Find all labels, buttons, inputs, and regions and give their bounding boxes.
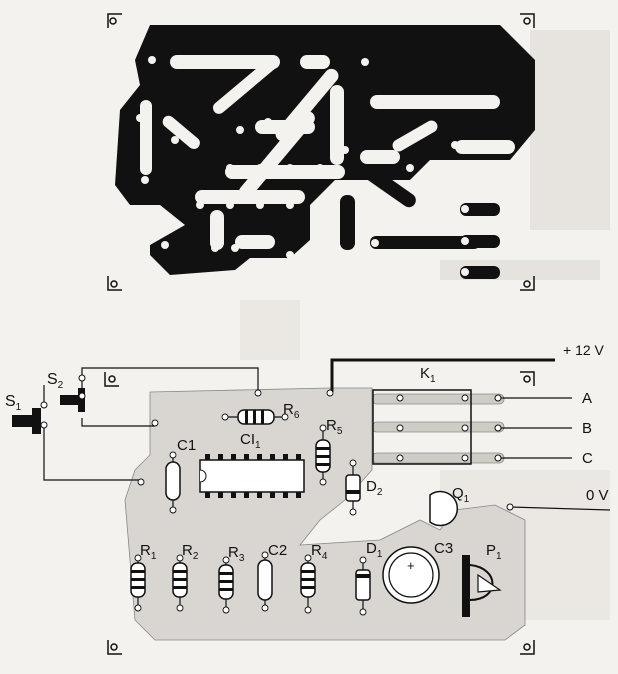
capacitor-c1 <box>165 455 181 510</box>
label-ground: 0 V <box>586 487 609 504</box>
label-p1: P1 <box>486 542 502 562</box>
diode-d2 <box>345 463 361 512</box>
label-c3: C3 <box>434 540 454 557</box>
label-q1: Q1 <box>452 485 470 505</box>
resistor-r6 <box>225 409 285 425</box>
label-r3: R3 <box>228 544 245 564</box>
supply-wire <box>330 358 555 392</box>
trimmer-p1 <box>462 555 502 617</box>
label-s1: S1 <box>5 393 22 414</box>
label-r2: R2 <box>182 542 199 562</box>
transistor-q1 <box>429 490 459 527</box>
resistor-r2 <box>172 558 188 608</box>
resistor-r5 <box>315 428 331 482</box>
resistor-r1 <box>130 558 146 608</box>
label-s2: S2 <box>47 371 64 392</box>
component-layout: + <box>12 358 611 655</box>
label-d2: D2 <box>366 478 383 498</box>
label-k1: K1 <box>420 365 436 385</box>
label-terminal-a: A <box>582 390 593 407</box>
switch-s1 <box>12 408 41 434</box>
label-r1: R1 <box>140 542 157 562</box>
relay-k1-outline <box>372 389 472 465</box>
registration-marks <box>107 13 535 291</box>
label-supply: + 12 V <box>563 342 604 358</box>
resistor-r4 <box>300 558 316 610</box>
label-r5: R5 <box>326 417 343 437</box>
label-ci1: CI1 <box>240 431 261 451</box>
label-r6: R6 <box>283 401 300 421</box>
label-d1: D1 <box>366 540 383 560</box>
label-terminal-c: C <box>582 450 593 467</box>
label-c2: C2 <box>268 542 288 559</box>
ic-ci1-body <box>199 459 305 493</box>
label-terminal-b: B <box>582 420 593 437</box>
diode-d1 <box>355 560 371 612</box>
label-r4: R4 <box>311 542 328 562</box>
capacitor-c2 <box>257 555 273 608</box>
switch-s2 <box>60 388 85 412</box>
capacitor-c3: + <box>382 546 440 604</box>
label-c1: C1 <box>177 437 197 454</box>
svg-text:+: + <box>407 558 415 573</box>
resistor-r3 <box>218 560 234 610</box>
copper-pattern <box>107 13 535 291</box>
